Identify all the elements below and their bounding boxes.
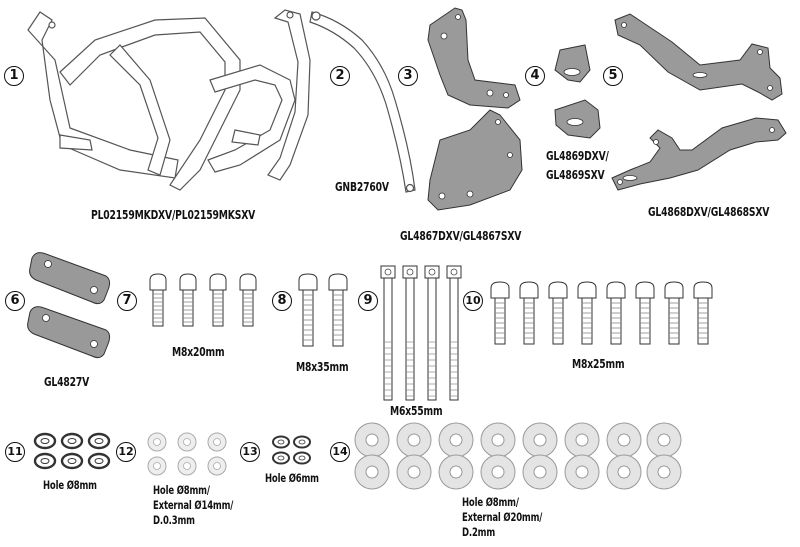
item-number-3: 3 bbox=[398, 66, 418, 86]
plates-gl4827v bbox=[27, 252, 111, 359]
item-number-8: 8 bbox=[272, 291, 292, 311]
item-label-13: Hole Ø6mm bbox=[265, 471, 319, 485]
brackets-gl4868 bbox=[611, 13, 787, 191]
item-label-4-line1: GL4869DXV/ bbox=[546, 148, 609, 163]
item-number-7: 7 bbox=[117, 291, 137, 311]
item-label-4-line2: GL4869SXV bbox=[546, 167, 605, 182]
item-number-11: 11 bbox=[5, 442, 25, 462]
washers-14mm bbox=[147, 432, 227, 476]
item-number-14: 14 bbox=[330, 442, 350, 462]
item-label-9: M6x55mm bbox=[390, 403, 443, 418]
bolts-m8x35 bbox=[298, 273, 348, 347]
item-label-12-line1: Hole Ø8mm/ bbox=[153, 483, 210, 497]
washers-20mm bbox=[354, 422, 682, 490]
item-label-14-line2: External Ø20mm/ bbox=[462, 510, 543, 524]
item-label-2: GNB2760V bbox=[335, 179, 389, 194]
item-number-1: 1 bbox=[4, 66, 24, 86]
item-number-10: 10 bbox=[463, 291, 483, 311]
item-label-11: Hole Ø8mm bbox=[43, 478, 97, 492]
item-number-2: 2 bbox=[330, 66, 350, 86]
bolts-m8x20 bbox=[149, 273, 257, 327]
item-number-5: 5 bbox=[603, 66, 623, 86]
lockwashers-6mm bbox=[272, 435, 311, 465]
item-label-7: M8x20mm bbox=[172, 344, 225, 359]
item-number-12: 12 bbox=[116, 442, 136, 462]
bolts-m6x55 bbox=[380, 265, 462, 401]
item-label-14-line1: Hole Ø8mm/ bbox=[462, 495, 519, 509]
frame-pl02159 bbox=[27, 9, 311, 191]
item-number-13: 13 bbox=[240, 442, 260, 462]
item-label-3: GL4867DXV/GL4867SXV bbox=[400, 228, 522, 243]
lockwashers-8mm bbox=[33, 432, 111, 470]
item-label-10: M8x25mm bbox=[572, 356, 625, 371]
brackets-gl4869 bbox=[554, 44, 601, 139]
item-label-1: PL02159MKDXV/PL02159MKSXV bbox=[91, 207, 256, 222]
item-label-12-line3: D.0.3mm bbox=[153, 513, 195, 527]
item-label-8: M8x35mm bbox=[296, 359, 349, 374]
item-number-6: 6 bbox=[5, 291, 25, 311]
item-number-9: 9 bbox=[358, 291, 378, 311]
plates-gl4867 bbox=[427, 7, 523, 211]
bar-gnb2760v bbox=[309, 11, 416, 193]
item-label-14-line3: D.2mm bbox=[462, 525, 496, 539]
bolts-m8x25 bbox=[490, 281, 713, 345]
item-number-4: 4 bbox=[525, 66, 545, 86]
item-label-6: GL4827V bbox=[44, 374, 90, 389]
item-label-5: GL4868DXV/GL4868SXV bbox=[648, 204, 770, 219]
item-label-12-line2: External Ø14mm/ bbox=[153, 498, 234, 512]
